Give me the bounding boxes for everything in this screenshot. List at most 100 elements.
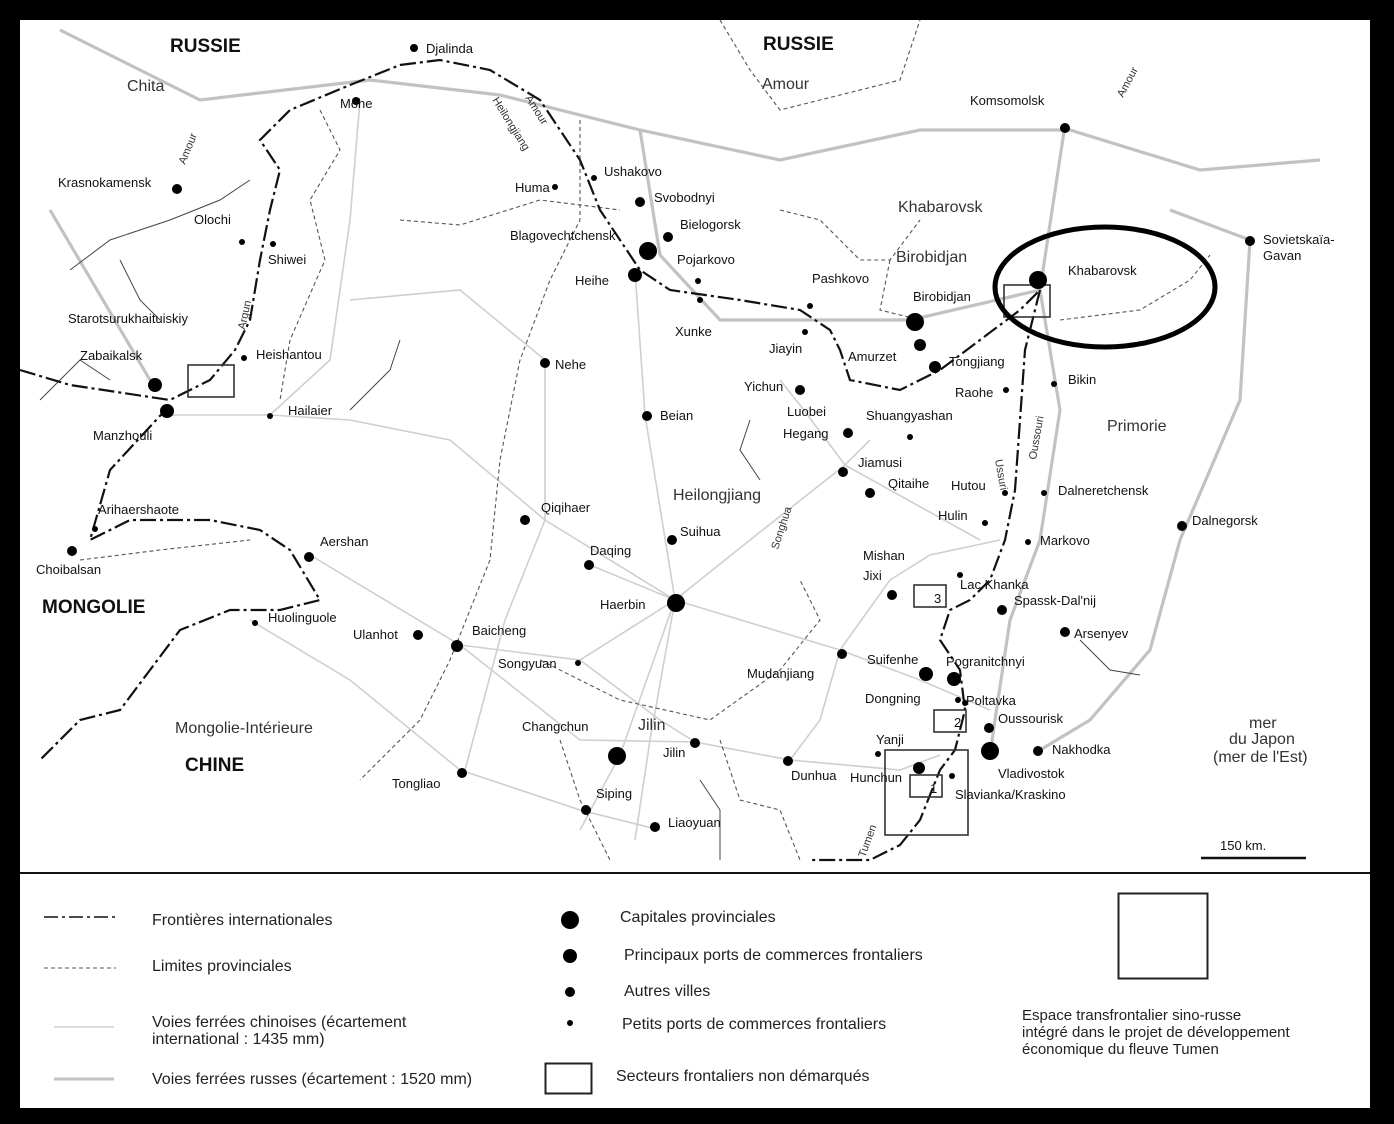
- city-label-hailaier: Hailaier: [288, 403, 333, 418]
- city-label-suihua: Suihua: [680, 524, 721, 539]
- legend-frontieres: Frontières internationales: [152, 912, 333, 929]
- city-label-pogranitchnyi: Pogranitchnyi: [946, 654, 1025, 669]
- city-dot: [581, 805, 591, 815]
- city-dot: [252, 620, 258, 626]
- city-dot: [410, 44, 418, 52]
- sector-boxes: [187, 284, 1051, 836]
- city-dot: [457, 768, 467, 778]
- city-label-poltavka: Poltavka: [966, 693, 1017, 708]
- city-label-oussourisk: Oussourisk: [998, 711, 1064, 726]
- city-label-dunhua: Dunhua: [791, 768, 837, 783]
- city-dot: [1060, 123, 1070, 133]
- city-dot: [955, 697, 961, 703]
- city-dot-amurzet: [914, 339, 926, 351]
- legend-other-city-symbol: [565, 987, 575, 997]
- city-label-pojarkovo: Pojarkovo: [677, 252, 735, 267]
- city-dot: [270, 241, 276, 247]
- city-label-haerbin: Haerbin: [600, 597, 646, 612]
- city-label-starotsurukhaituiskiy: Starotsurukhaituiskiy: [68, 311, 188, 326]
- small-border-ports: [92, 175, 1057, 779]
- scale-label: 150 km.: [1220, 838, 1266, 853]
- scale-bar: 150 km.: [1201, 838, 1306, 860]
- city-dot: [304, 552, 314, 562]
- legend-main-port-symbol: [563, 949, 577, 963]
- khabarovsk-highlight-ellipse: [992, 224, 1218, 350]
- city-label-khabarovsk-city: Khabarovsk: [1068, 263, 1137, 278]
- legend-sector-symbol: [544, 1062, 593, 1095]
- legend-principaux: Principaux ports de commerces frontalier…: [624, 947, 923, 964]
- city-label-hunchun: Hunchun: [850, 770, 902, 785]
- river-label-ussuri-cn: Ussuri: [992, 458, 1009, 491]
- city-label-vladivostok: Vladivostok: [998, 766, 1065, 781]
- city-label-aershan: Aershan: [320, 534, 368, 549]
- city-label-huma: Huma: [515, 180, 550, 195]
- city-dot: [843, 428, 853, 438]
- region-label-khabarovsk: Khabarovsk: [898, 199, 983, 216]
- city-dot-heihe: [628, 268, 642, 282]
- city-dot: [1245, 236, 1255, 246]
- city-label-hulin: Hulin: [938, 508, 968, 523]
- city-dot-haerbin: [667, 594, 685, 612]
- city-label-heihe: Heihe: [575, 273, 609, 288]
- city-dot: [567, 1020, 573, 1026]
- city-dot: [267, 413, 273, 419]
- city-label-birobidjan-city: Birobidjan: [913, 289, 971, 304]
- city-dot: [802, 329, 808, 335]
- legend-petits: Petits ports de commerces frontaliers: [622, 1016, 887, 1033]
- city-dot: [838, 467, 848, 477]
- city-dot: [552, 184, 558, 190]
- city-dot: [667, 535, 677, 545]
- region-label-birobidjan: Birobidjan: [896, 249, 967, 266]
- map-frame: 3 2 1 RUSSIE RUSSIE MONGOLIE CHINE Chita…: [20, 20, 1370, 1108]
- city-dot: [241, 355, 247, 361]
- city-label-krasnokamensk: Krasnokamensk: [58, 175, 152, 190]
- city-label-manzhouli: Manzhouli: [93, 428, 152, 443]
- city-dot: [982, 520, 988, 526]
- city-label-choibalsan: Choibalsan: [36, 562, 101, 577]
- river-label-amour-northeast: Amour: [1115, 65, 1141, 100]
- city-label-mudanjiang: Mudanjiang: [747, 666, 814, 681]
- city-dot: [1060, 627, 1070, 637]
- city-dot: [807, 303, 813, 309]
- river-label-amour-north: Amour: [522, 93, 550, 127]
- river-label-songhua: Songhua: [769, 504, 794, 550]
- city-label-liaoyuan: Liaoyuan: [668, 815, 721, 830]
- city-dot: [997, 605, 1007, 615]
- city-dot: [239, 239, 245, 245]
- city-label-mishan: Mishan: [863, 548, 905, 563]
- russian-railways: [48, 28, 1321, 756]
- city-label-arihaershaote: Arihaershaote: [98, 502, 179, 517]
- city-dot-manzhouli: [160, 404, 174, 418]
- city-dot: [563, 949, 577, 963]
- city-label-shuangyashan: Shuangyashan: [866, 408, 953, 423]
- city-label-xunke: Xunke: [675, 324, 712, 339]
- city-dot-birobidjan: [906, 313, 924, 331]
- river-label-argun: Argun: [236, 299, 254, 330]
- city-dot-pogranitchnyi: [947, 672, 961, 686]
- city-dot: [584, 560, 594, 570]
- city-dot: [837, 649, 847, 659]
- city-label-markovo: Markovo: [1040, 533, 1090, 548]
- city-label-siping: Siping: [596, 786, 632, 801]
- city-label-baicheng: Baicheng: [472, 623, 526, 638]
- city-dot: [795, 385, 805, 395]
- legend-espace-2: intégré dans le projet de développement: [1022, 1024, 1290, 1041]
- region-label-jilin: Jilin: [638, 717, 666, 734]
- country-label-russie-east: RUSSIE: [763, 34, 834, 55]
- legend-espace-symbol: [1117, 892, 1209, 980]
- city-dot: [561, 911, 579, 929]
- city-label-beian: Beian: [660, 408, 693, 423]
- city-dot-vladivostok: [981, 742, 999, 760]
- city-label-ulanhot: Ulanhot: [353, 627, 398, 642]
- city-label-ushakovo: Ushakovo: [604, 164, 662, 179]
- city-label-tongjiang: Tongjiang: [949, 354, 1005, 369]
- city-label-nakhodka: Nakhodka: [1052, 742, 1111, 757]
- country-label-chine: CHINE: [185, 755, 244, 776]
- city-dot-suifenhe: [919, 667, 933, 681]
- legend-capitales: Capitales provinciales: [620, 909, 776, 926]
- legend-provincial-symbol: [44, 967, 116, 969]
- city-label-luobei: Luobei: [787, 404, 826, 419]
- legend-espace-3: économique du fleuve Tumen: [1022, 1041, 1219, 1058]
- legend-small-port-symbol: [567, 1020, 573, 1026]
- city-dot: [352, 97, 360, 105]
